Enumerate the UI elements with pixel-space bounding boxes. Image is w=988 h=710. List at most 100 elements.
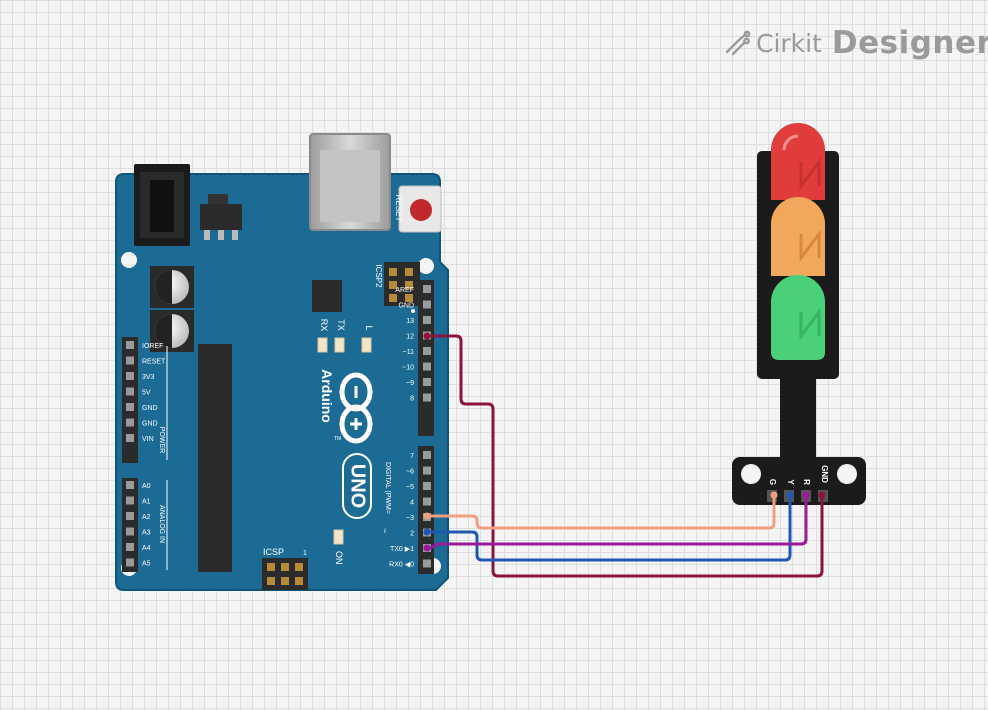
digital-pin-socket[interactable] (423, 497, 431, 506)
module-pin-y-label: Y (786, 479, 795, 485)
digital-pin-label: ~9 (406, 380, 414, 387)
power-pin-socket[interactable] (126, 418, 134, 427)
digital-pin-socket[interactable] (423, 285, 431, 293)
uno-label: UNO (347, 464, 369, 508)
digital-pin-socket[interactable] (423, 300, 431, 309)
digital-pin-socket[interactable] (423, 482, 431, 490)
icsp2-header (384, 262, 420, 306)
mounting-hole (741, 464, 761, 484)
usb-controller-chip (312, 280, 342, 312)
digital-pin-label: 12 (406, 334, 414, 341)
mounting-hole (121, 252, 137, 268)
status-leds (317, 337, 372, 545)
digital-pin-label: GND (398, 303, 414, 310)
power-pin-socket[interactable] (126, 434, 134, 442)
digital-pin-label: 7 (410, 453, 414, 460)
green-led (771, 275, 825, 360)
analog-pin-socket[interactable] (126, 496, 134, 505)
arduino-logo-symbols (350, 386, 362, 430)
analog-pin-socket[interactable] (126, 481, 134, 489)
power-pin-socket[interactable] (126, 387, 134, 396)
reset-button[interactable] (398, 185, 442, 233)
digital-pin-label: 2 (410, 531, 414, 538)
capacitor (150, 266, 194, 308)
logo-text-cirkit: Cirkit (756, 28, 822, 58)
wire-pin3-to-g[interactable] (425, 495, 776, 530)
digital-pin-socket[interactable] (423, 559, 431, 568)
digital-pin-label: AREF (395, 287, 414, 294)
digital-pin-label: TX0 ▶1 (390, 546, 414, 553)
wire-endpoints (423, 332, 826, 552)
digital-pin-label: ~3 (406, 515, 414, 522)
arduino-brand-label: Arduino (319, 369, 335, 423)
power-section-label: POWER (158, 427, 165, 453)
digital-pin-label: ~6 (406, 469, 414, 476)
arduino-infinity-logo (339, 372, 373, 444)
analog-pin-label: A1 (142, 499, 151, 506)
analog-section-label: ANALOG IN (158, 505, 165, 543)
power-pin-socket[interactable] (126, 403, 134, 411)
tm-label: TM (334, 436, 341, 442)
red-led (771, 123, 825, 200)
icsp2-label: ICSP2 (374, 264, 383, 288)
module-pin-gnd-label: GND (820, 465, 829, 483)
power-pin-socket[interactable] (126, 356, 134, 365)
icsp-pin1-mark: 1 (303, 550, 307, 557)
analog-header (122, 478, 138, 572)
usb-port (309, 133, 391, 231)
logo-text-designer: Designer (831, 25, 988, 61)
power-pin-label: IOREF (142, 343, 163, 350)
cirkit-logo-icon (725, 30, 751, 56)
analog-pin-label: A2 (142, 514, 151, 521)
mounting-hole (418, 258, 434, 274)
digital-pin-socket[interactable] (423, 362, 431, 371)
digital-pin-socket[interactable] (423, 316, 431, 324)
analog-pin-socket[interactable] (126, 558, 134, 567)
mounting-hole (837, 464, 857, 484)
digital-pin-socket[interactable] (423, 347, 431, 355)
uno-logo: UNO (342, 453, 372, 519)
power-header (122, 337, 138, 463)
analog-pin-label: A4 (142, 545, 151, 552)
digital-pin-label: RX0 ◀0 (389, 562, 414, 569)
power-pin-socket[interactable] (126, 372, 134, 380)
power-pin-label: 3V3 (142, 374, 155, 381)
digital-pin-socket[interactable] (423, 451, 431, 459)
power-pin-label: GND (142, 405, 158, 412)
rx-label: RX (319, 319, 329, 332)
digital-pin-label: 13 (406, 318, 414, 325)
header-pin1-dot (411, 309, 415, 313)
power-pin-label: RESET (142, 359, 166, 366)
icsp-label: ICSP (263, 547, 284, 557)
analog-pin-socket[interactable] (126, 512, 134, 520)
digital-pin-socket[interactable] (423, 378, 431, 386)
digital-pin-label: 4 (410, 500, 414, 507)
voltage-regulator (200, 194, 242, 240)
analog-pin-socket[interactable] (126, 527, 134, 536)
digital-pin-socket[interactable] (423, 466, 431, 475)
digital-pin-label: ~10 (402, 365, 414, 372)
power-pin-label: 5V (142, 390, 151, 397)
wire-gnd[interactable] (425, 334, 824, 578)
module-pin-g-label: G (768, 479, 777, 485)
digital-header-bottom (418, 446, 434, 574)
reset-label: RESET (394, 195, 403, 222)
digital-pin-label: ~11 (403, 349, 414, 356)
tx-label: TX (336, 319, 346, 331)
analog-pin-label: A5 (142, 561, 151, 568)
analog-pin-socket[interactable] (126, 543, 134, 551)
digital-section-label: DIGITAL (PWM= (384, 462, 391, 514)
digital-pin-socket[interactable] (423, 393, 431, 402)
icsp-header (262, 558, 308, 590)
l-label: L (364, 325, 374, 330)
power-pin-socket[interactable] (126, 341, 134, 349)
on-label: ON (334, 551, 344, 565)
capacitor (150, 310, 194, 352)
pwm-tilde-mark: ~ (380, 528, 390, 533)
analog-pin-label: A0 (142, 483, 151, 490)
power-pin-label: GND (142, 421, 158, 428)
analog-pin-label: A3 (142, 530, 151, 537)
dc-power-jack (134, 164, 190, 246)
wire-pin2-to-y[interactable] (425, 495, 792, 562)
